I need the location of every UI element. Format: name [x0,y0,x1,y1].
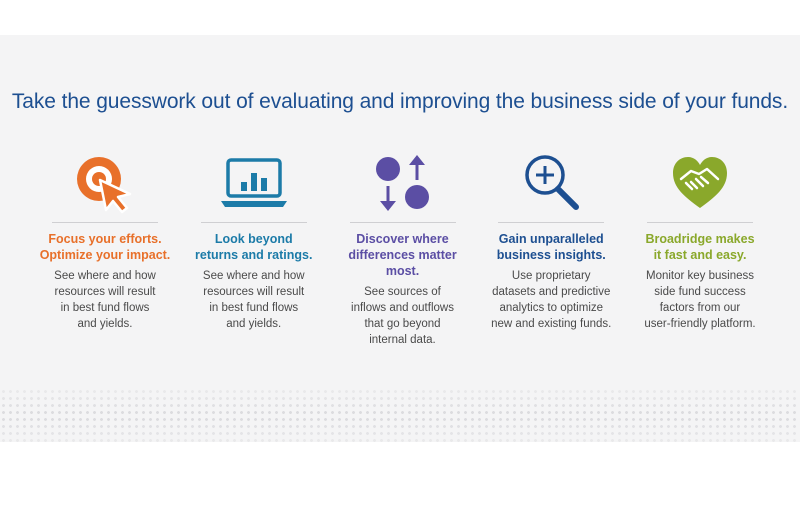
feature-title: Look beyond returns and ratings. [195,232,313,262]
dot-pattern-decoration [0,388,800,442]
feature-title: Gain unparalleled business insights. [496,232,606,262]
feature-description: See where and how resources will result … [54,270,156,330]
divider [52,222,158,223]
divider [349,222,456,223]
feature-insights: Gain unparalleled business insights. Use… [481,150,621,350]
feature-fast-easy: Broadridge makes it fast and easy. Monit… [630,150,770,350]
feature-list: Focus your efforts. Optimize your impact… [35,150,770,350]
magnifier-plus-icon [516,150,586,216]
feature-look-beyond: Look beyond returns and ratings. See whe… [184,150,324,350]
divider [647,222,753,223]
target-cursor-icon [70,150,140,216]
feature-discover: Discover where differences matter most. … [333,150,473,350]
feature-title: Focus your efforts. Optimize your impact… [39,232,171,262]
laptop-chart-icon [219,150,289,216]
feature-description: Monitor key business side fund success f… [644,270,756,330]
feature-focus: Focus your efforts. Optimize your impact… [35,150,175,350]
feature-description: See where and how resources will result … [202,270,305,330]
feature-description: Use proprietary datasets and predictive … [491,270,612,330]
flow-arrows-icon [368,150,438,216]
divider [498,222,605,223]
page-headline: Take the guesswork out of evaluating and… [11,90,789,113]
feature-description: See sources of inflows and outflows that… [351,286,454,346]
divider [200,222,307,223]
feature-title: Discover where differences matter most. [348,232,457,278]
feature-title: Broadridge makes it fast and easy. [645,232,755,262]
content-panel [0,35,800,442]
handshake-heart-icon [665,150,735,216]
